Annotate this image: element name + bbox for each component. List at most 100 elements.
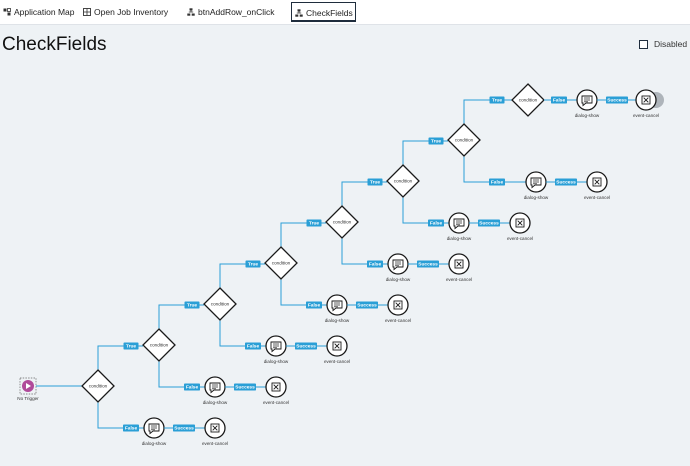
- event-cancel-node[interactable]: event-cancel: [633, 89, 664, 118]
- true-badge: True: [489, 96, 505, 104]
- dialog-show-label: dialog-show: [264, 359, 289, 364]
- tab-btnaddrow-onclick[interactable]: btnAddRow_onClick: [184, 2, 278, 22]
- condition-label: condition: [519, 98, 538, 103]
- connector-label: False: [369, 262, 382, 268]
- tab-bar: Application Map Open Job Inventory btnAd…: [0, 0, 690, 25]
- tab-open-job-inventory[interactable]: Open Job Inventory: [80, 2, 171, 22]
- dialog-show-label: dialog-show: [575, 113, 600, 118]
- condition-label: condition: [150, 343, 169, 348]
- event-cancel-node[interactable]: event-cancel: [324, 335, 350, 364]
- connector-label: True: [492, 98, 502, 104]
- dialog-show-node[interactable]: dialog-show: [325, 294, 350, 323]
- success-badge: Success: [555, 178, 577, 186]
- false-badge: False: [428, 219, 444, 227]
- page-title: CheckFields: [2, 34, 107, 55]
- dialog-show-node[interactable]: dialog-show: [142, 417, 167, 446]
- connector-label: Success: [174, 426, 194, 432]
- false-connector: [280, 279, 327, 306]
- event-cancel-node[interactable]: event-cancel: [584, 171, 610, 200]
- close-box-icon: [454, 259, 464, 269]
- connector-label: False: [430, 221, 443, 227]
- condition-label: condition: [89, 384, 108, 389]
- condition-node[interactable]: condition: [325, 205, 359, 239]
- condition-label: condition: [333, 220, 352, 225]
- event-cancel-node[interactable]: event-cancel: [385, 294, 411, 323]
- play-icon: [26, 383, 31, 389]
- condition-label: condition: [272, 261, 291, 266]
- no-trigger-label: No Trigger: [17, 396, 39, 401]
- no-trigger-node[interactable]: No Trigger: [17, 377, 39, 401]
- connector-label: Success: [357, 303, 377, 309]
- event-cancel-label: event-cancel: [385, 318, 411, 323]
- dialog-show-node[interactable]: dialog-show: [264, 335, 289, 364]
- connector-label: False: [247, 344, 260, 350]
- event-cancel-node[interactable]: event-cancel: [263, 376, 289, 405]
- dialog-show-node[interactable]: dialog-show: [524, 171, 549, 200]
- connector-label: False: [186, 385, 199, 391]
- message-icon: [392, 259, 404, 271]
- dialog-show-label: dialog-show: [325, 318, 350, 323]
- condition-label: condition: [211, 302, 230, 307]
- false-connector: [219, 320, 266, 347]
- connector-label: True: [248, 262, 258, 268]
- dialog-show-label: dialog-show: [524, 195, 549, 200]
- flow-canvas[interactable]: [0, 25, 690, 466]
- message-icon: [209, 382, 221, 394]
- disabled-checkbox[interactable]: Disabled: [639, 38, 687, 50]
- message-icon: [331, 300, 343, 312]
- connector-label: False: [553, 98, 566, 104]
- true-connector: [158, 304, 204, 329]
- condition-node[interactable]: condition: [264, 246, 298, 280]
- flow-icon: [295, 9, 303, 17]
- connector-label: Success: [479, 221, 499, 227]
- event-cancel-label: event-cancel: [633, 113, 659, 118]
- dialog-show-node[interactable]: dialog-show: [386, 253, 411, 282]
- dialog-show-node[interactable]: dialog-show: [203, 376, 228, 405]
- true-badge: True: [123, 342, 139, 350]
- dialog-show-node[interactable]: dialog-show: [575, 89, 600, 118]
- condition-node[interactable]: condition: [511, 83, 545, 117]
- message-icon: [270, 341, 282, 353]
- success-badge: Success: [234, 383, 256, 391]
- true-connector: [219, 263, 265, 288]
- condition-node[interactable]: condition: [386, 164, 420, 198]
- dialog-show-node[interactable]: dialog-show: [447, 212, 472, 241]
- condition-node[interactable]: condition: [142, 328, 176, 362]
- connector-label: Success: [235, 385, 255, 391]
- connector-label: Success: [418, 262, 438, 268]
- connector-label: Success: [296, 344, 316, 350]
- event-cancel-node[interactable]: event-cancel: [507, 212, 533, 241]
- true-badge: True: [367, 178, 383, 186]
- false-badge: False: [184, 383, 200, 391]
- success-badge: Success: [173, 424, 195, 432]
- false-badge: False: [367, 260, 383, 268]
- true-connector: [341, 181, 387, 206]
- condition-node[interactable]: condition: [203, 287, 237, 321]
- close-box-icon: [515, 218, 525, 228]
- true-badge: True: [184, 301, 200, 309]
- close-box-icon: [271, 382, 281, 392]
- dialog-show-label: dialog-show: [447, 236, 472, 241]
- tab-label: btnAddRow_onClick: [198, 7, 275, 17]
- dialog-show-label: dialog-show: [203, 400, 228, 405]
- false-connector: [341, 238, 388, 265]
- connector-label: Success: [607, 98, 627, 104]
- false-badge: False: [123, 424, 139, 432]
- false-badge: False: [245, 342, 261, 350]
- success-badge: Success: [417, 260, 439, 268]
- event-cancel-node[interactable]: event-cancel: [446, 253, 472, 282]
- message-icon: [581, 95, 593, 107]
- false-connector: [402, 197, 449, 224]
- connector-label: False: [308, 303, 321, 309]
- false-badge: False: [551, 96, 567, 104]
- tab-application-map[interactable]: Application Map: [0, 2, 77, 22]
- checkbox-box[interactable]: [639, 39, 648, 49]
- close-box-icon: [393, 300, 403, 310]
- event-cancel-node[interactable]: event-cancel: [202, 417, 228, 446]
- message-icon: [530, 177, 542, 189]
- success-badge: Success: [295, 342, 317, 350]
- tab-checkfields[interactable]: CheckFields: [291, 2, 356, 22]
- condition-node[interactable]: condition: [447, 123, 481, 157]
- condition-node[interactable]: condition: [81, 369, 115, 403]
